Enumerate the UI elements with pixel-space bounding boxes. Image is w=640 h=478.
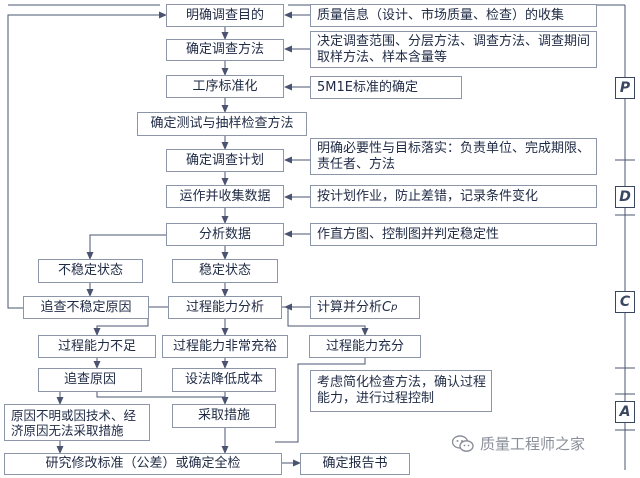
phase-label-p: P	[615, 77, 635, 99]
box-define-purpose: 明确调查目的	[166, 4, 284, 27]
arrow-sufficient-to-report	[275, 358, 366, 443]
phase-label-a: A	[615, 401, 635, 423]
box-plan: 确定调查计划	[166, 149, 284, 172]
box-cap-sufficient: 过程能力充分	[309, 335, 421, 358]
box-capability-analysis: 过程能力分析	[168, 296, 282, 319]
note-capability-prefix: 计算并分析	[317, 299, 383, 315]
wechat-icon	[452, 434, 474, 452]
box-trace-cause: 追查原因	[38, 368, 142, 392]
box-cap-ample: 过程能力非常充裕	[162, 335, 288, 358]
box-take-measures: 采取措施	[172, 404, 276, 428]
phase-label-c: C	[615, 291, 635, 313]
box-define-method: 确定调查方法	[166, 39, 284, 61]
note-analyze: 作直方图、控制图并判定稳定性	[310, 223, 597, 246]
box-report: 确定报告书	[300, 453, 410, 475]
box-collect: 运作并收集数据	[166, 185, 284, 208]
box-trace-unstable: 追查不稳定原因	[23, 296, 149, 319]
box-unstable: 不稳定状态	[38, 259, 143, 283]
note-plan: 明确必要性与目标落实：负责单位、完成期限、责任者、方法	[310, 138, 597, 175]
box-stable: 稳定状态	[172, 259, 278, 283]
arrow-capability-to-insufficient	[93, 306, 168, 336]
cp-subscript: p	[391, 301, 398, 313]
note-collect: 按计划作业，防止差错，记录条件变化	[310, 185, 597, 208]
box-analyze: 分析数据	[166, 223, 284, 246]
box-reduce-cost: 设法降低成本	[172, 368, 276, 392]
note-simplify: 考虑简化检查方法，确认过程能力，进行过程控制	[310, 370, 492, 412]
note-purpose: 质量信息（设计、市场质量、检查）的收集	[310, 4, 597, 27]
arrow-analyze-to-unstable	[86, 234, 168, 260]
note-method: 决定调查范围、分层方法、调查方法、调查期间取样方法、样本含量等	[310, 31, 597, 68]
loop-trace-unstable-to-purpose	[7, 11, 167, 309]
phase-label-d: D	[615, 186, 635, 208]
cp-symbol: C	[382, 299, 392, 315]
box-test-method: 确定测试与抽样检查方法	[137, 112, 307, 136]
watermark: 质量工程师之家	[452, 433, 585, 454]
box-cap-insufficient: 过程能力不足	[38, 335, 156, 358]
box-revise-standard: 研究修改标准（公差）或确定全检	[4, 453, 282, 475]
box-standardize: 工序标准化	[166, 75, 284, 98]
box-unknown-cause: 原因不明或因技术、经济原因无法采取措施	[4, 404, 150, 441]
watermark-text: 质量工程师之家	[480, 435, 586, 453]
note-standardize: 5M1E标准的确定	[310, 76, 462, 99]
arrow-trace-to-measures	[96, 392, 225, 398]
